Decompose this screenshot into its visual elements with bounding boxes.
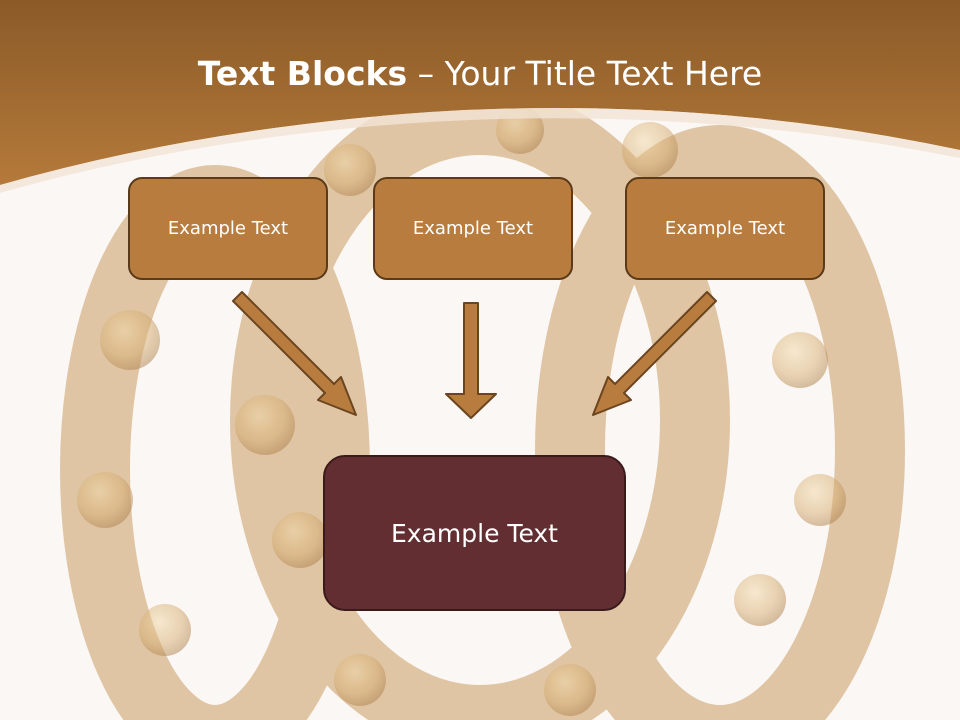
slide-title: Text Blocks – Your Title Text Here — [0, 52, 960, 96]
main-text-block-label: Example Text — [391, 518, 558, 548]
text-block-1-label: Example Text — [167, 218, 289, 239]
text-block-3[interactable]: Example Text — [625, 177, 825, 280]
arrow-left-diagonal — [232, 291, 357, 416]
text-block-2[interactable]: Example Text — [373, 177, 573, 280]
header-band — [0, 0, 960, 185]
title-separator: – — [407, 54, 445, 93]
text-block-3-label: Example Text — [664, 218, 786, 239]
text-block-1[interactable]: Example Text — [128, 177, 328, 280]
arrow-down — [445, 302, 497, 419]
coin-stack-highlights — [77, 106, 846, 716]
main-text-block[interactable]: Example Text — [323, 455, 626, 611]
title-regular: Your Title Text Here — [444, 54, 763, 93]
text-block-2-label: Example Text — [412, 218, 534, 239]
title-bold: Text Blocks — [197, 54, 408, 93]
arrow-right-diagonal — [592, 291, 717, 416]
